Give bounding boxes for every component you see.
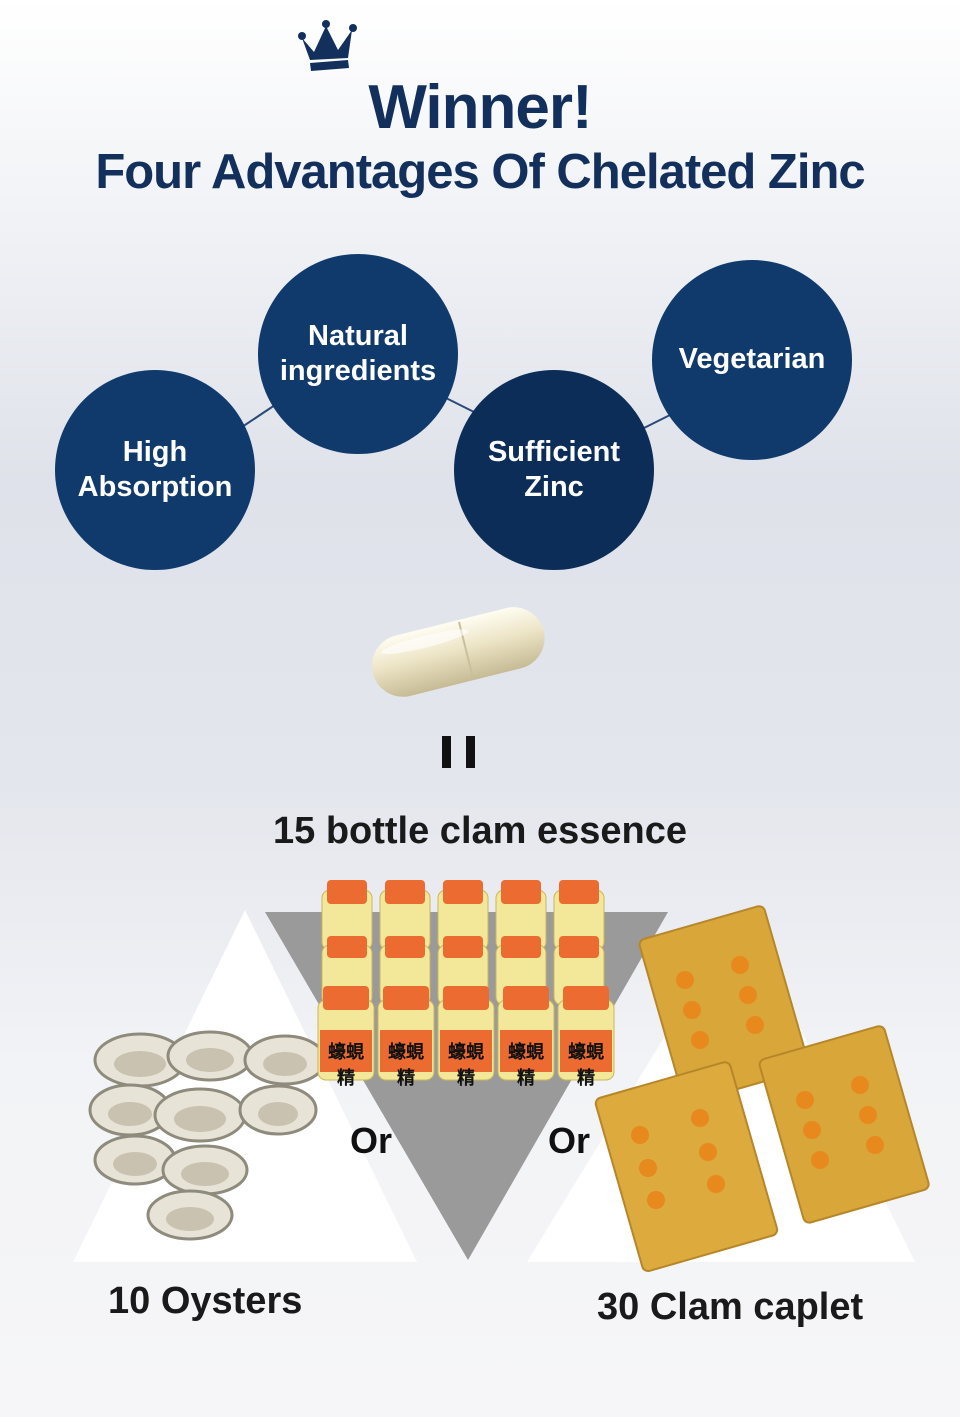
or-left-label: Or [350,1120,393,1161]
or-right-label: Or [548,1120,591,1161]
advantage-sufficient-zinc: Sufficient Zinc [454,370,654,570]
advantage-vegetarian: Vegetarian [652,260,852,460]
bottle-label: 蠔蜆精 [568,1042,604,1088]
advantage-natural-ingredients: Natural ingredients [258,254,458,454]
advantage-label: Vegetarian [678,343,826,376]
advantage-label: Sufficient Zinc [487,435,621,503]
page-title: Four Advantages Of Chelated Zinc [95,145,865,199]
clam-caplet-label: 30 Clam caplet [597,1286,864,1328]
bottle-label: 蠔蜆精 [508,1042,544,1088]
zinc-capsule-image [371,607,545,697]
equals-sign-icon [438,736,480,768]
clam-caplet-packs [594,905,930,1273]
equivalence-graphic [73,880,930,1273]
bottle-label: 蠔蜆精 [328,1042,364,1088]
winner-title: Winner! [368,73,592,142]
bottle-label: 蠔蜆精 [448,1042,484,1088]
advantage-label: Natural ingredients [279,319,437,387]
crown-icon [298,20,357,71]
clam-essence-label: 15 bottle clam essence [273,810,687,852]
oysters-label: 10 Oysters [108,1280,303,1322]
advantage-label: High Absorption [77,435,233,503]
clam-essence-bottles [317,880,615,1081]
oysters-image [88,1030,327,1241]
advantage-high-absorption: High Absorption [55,370,255,570]
bottle-label: 蠔蜆精 [388,1042,424,1088]
